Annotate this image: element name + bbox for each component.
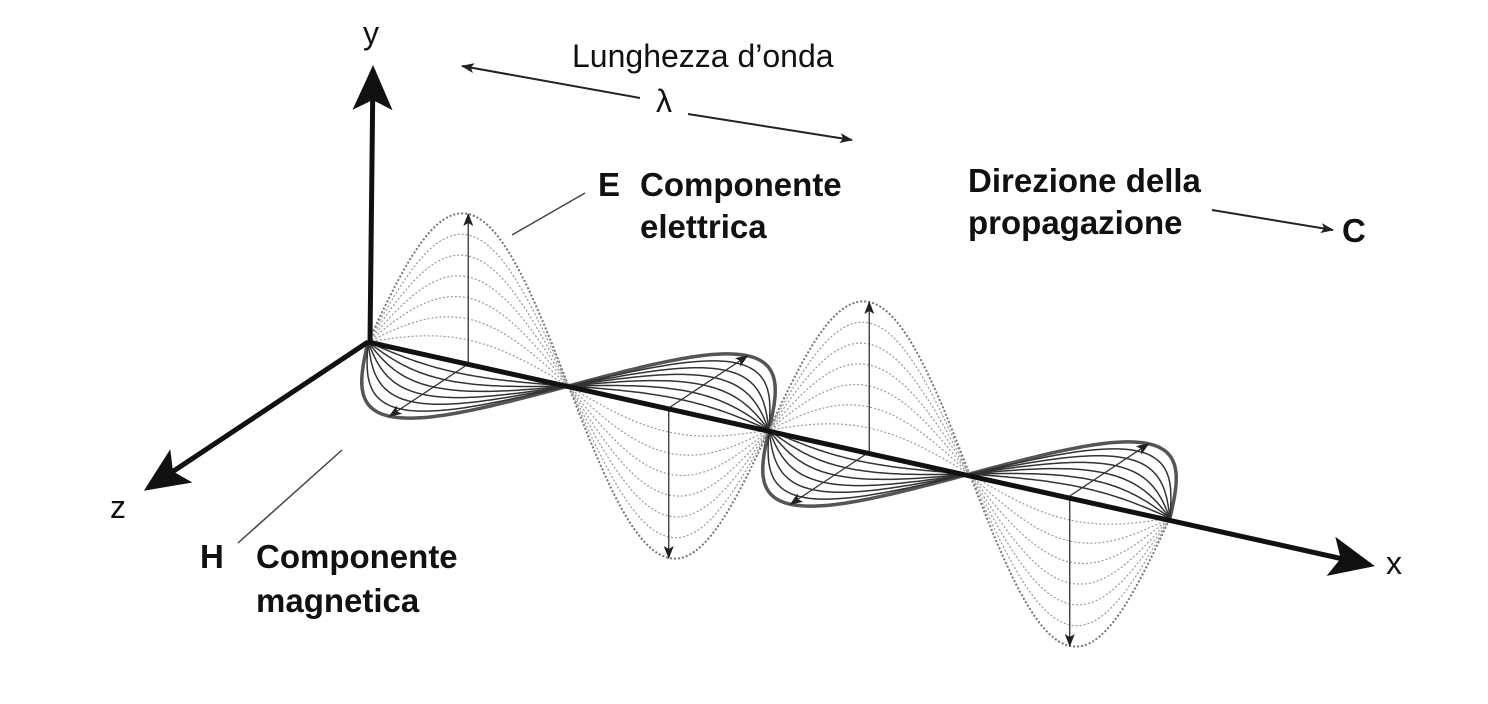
propagation-label-line1: Direzione della	[968, 162, 1202, 199]
wavelength-label: Lunghezza d’onda	[572, 38, 834, 74]
magnetic-amplitude-arrow	[668, 355, 749, 409]
wavelength-arrow-right	[687, 113, 853, 144]
propagation-arrow	[1211, 209, 1334, 233]
magnetic-label-line2: magnetica	[256, 582, 420, 619]
propagation-symbol: C	[1342, 212, 1366, 249]
electric-leader-line	[511, 192, 586, 236]
electric-field-wave	[367, 212, 1171, 648]
x-axis	[367, 339, 1375, 576]
propagation-label-line2: propagazione	[968, 204, 1183, 241]
electric-field-curve	[367, 316, 1171, 544]
electric-label-line1: Componente	[640, 166, 842, 203]
magnetic-label-line1: Componente	[256, 538, 458, 575]
z-axis-label: z	[110, 489, 126, 525]
y-axis	[352, 65, 393, 343]
electric-field-curve	[367, 335, 1171, 525]
electric-field-curve	[367, 254, 1171, 606]
magnetic-leader-line	[237, 449, 343, 544]
y-axis-label: y	[363, 15, 379, 51]
x-axis-label: x	[1386, 545, 1402, 581]
magnetic-symbol: H	[200, 538, 224, 575]
magnetic-amplitude-arrow	[1069, 443, 1150, 497]
magnetic-amplitude-arrow	[789, 451, 870, 505]
z-axis	[143, 339, 370, 491]
wavelength-symbol: λ	[656, 83, 672, 119]
wavelength-arrow-left	[461, 63, 641, 99]
magnetic-amplitude-arrow	[388, 363, 469, 417]
electric-label-line2: elettrica	[640, 208, 767, 245]
electric-symbol: E	[598, 166, 620, 203]
